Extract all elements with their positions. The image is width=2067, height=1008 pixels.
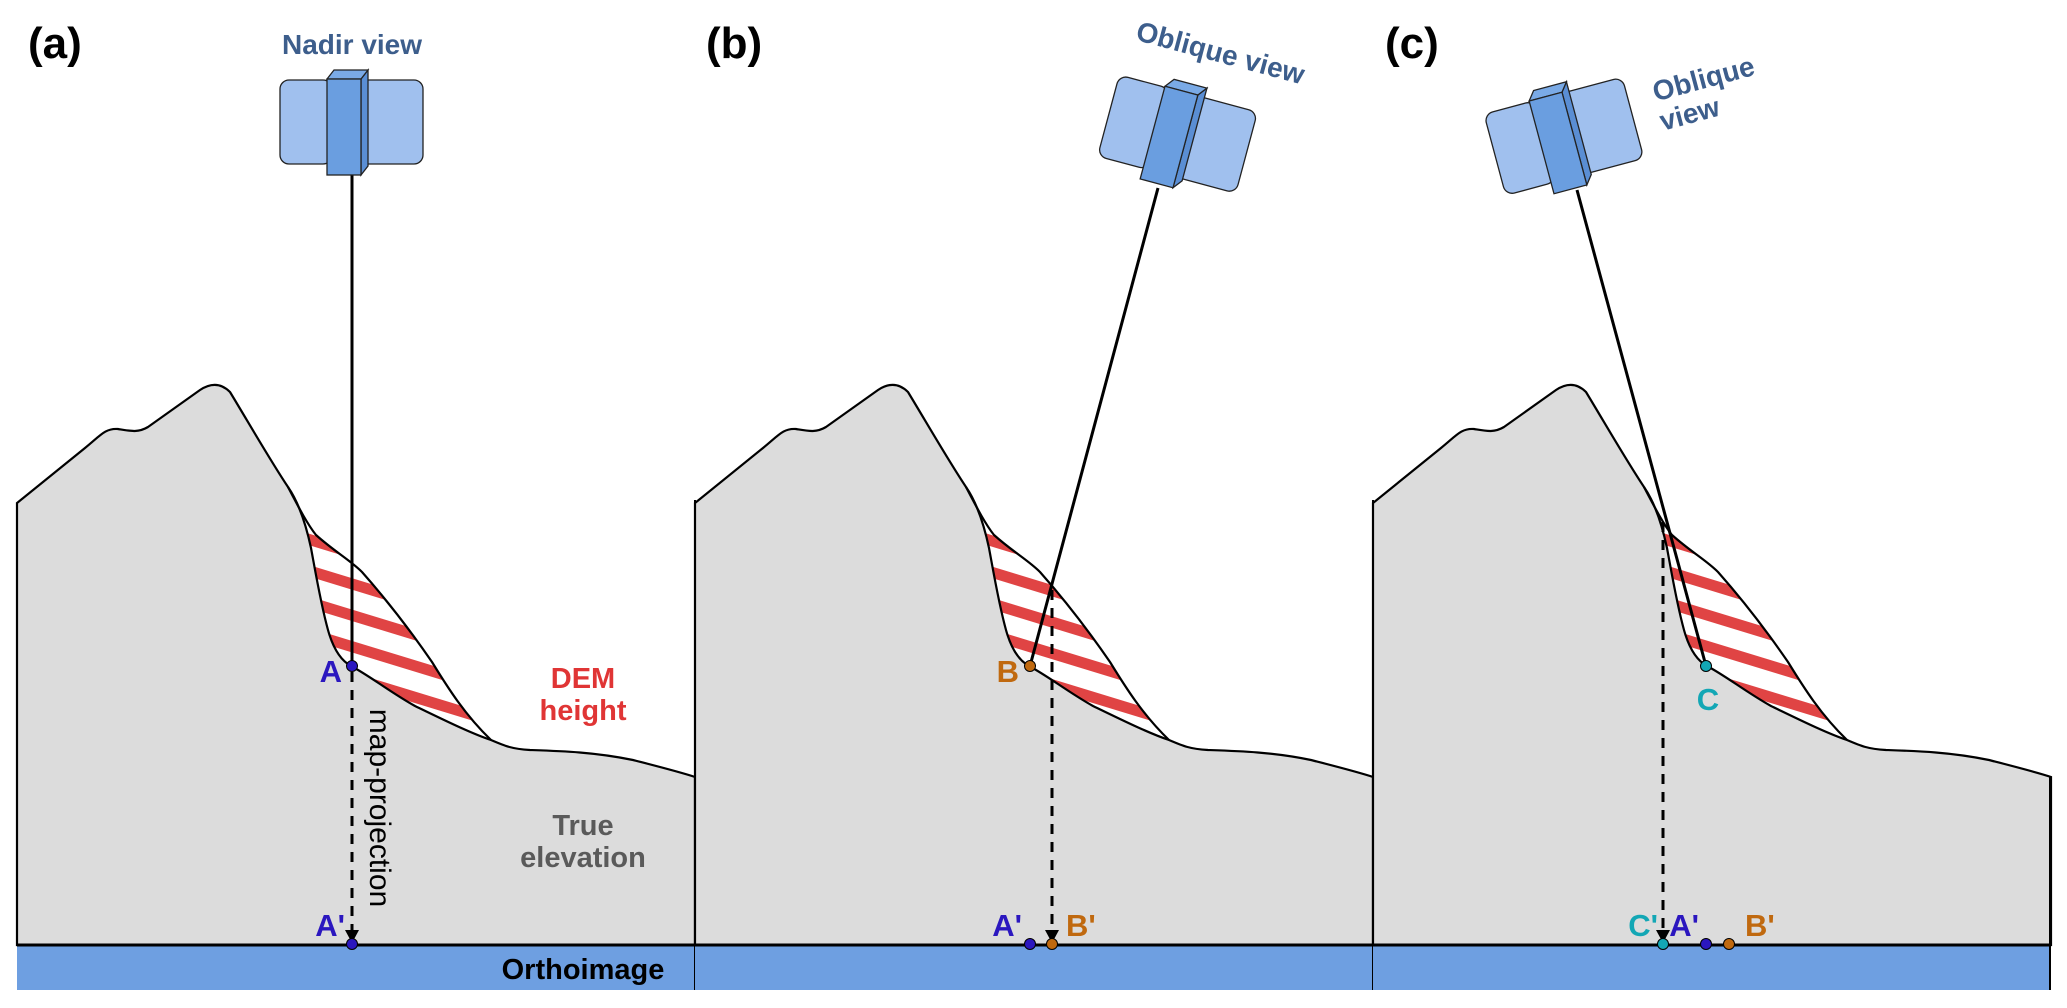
arrowhead-a [345, 930, 359, 943]
point-C [1700, 660, 1712, 672]
arrowhead-c [1656, 930, 1670, 943]
panel-c: (c) Oblique view C C' A' B' [1371, 19, 2053, 992]
panel-label-a: (a) [28, 19, 82, 68]
point-B-prime-label: B' [1066, 908, 1096, 943]
panel-b: (b) Oblique view B A' B' [693, 16, 1375, 992]
point-A-prime-label: A' [315, 908, 345, 943]
point-B-label: B [997, 654, 1019, 689]
true-elevation-label-line2: elevation [520, 842, 646, 874]
satellite-b [1094, 64, 1261, 205]
dem-height-label-line2: height [540, 695, 627, 727]
point-B-prime-label-c: B' [1745, 908, 1775, 943]
point-C-label: C [1697, 682, 1719, 717]
true-elevation-label-line1: True [552, 810, 613, 842]
panel-a: (a) DEM height True elevation Orthoimage… [15, 19, 697, 992]
dem-height-label-line1: DEM [551, 663, 615, 695]
point-A [346, 660, 358, 672]
oblique-view-label-b: Oblique view [1133, 16, 1308, 91]
arrowhead-b [1045, 930, 1059, 943]
satellite-a [279, 69, 424, 176]
point-C-prime [1657, 938, 1669, 950]
point-A-prime-c [1700, 938, 1712, 950]
terrain-b [693, 383, 1375, 992]
point-B-prime-c [1723, 938, 1735, 950]
point-A-prime-label-b: A' [992, 908, 1022, 943]
line-of-sight-b [1028, 187, 1160, 667]
line-of-sight-c [1575, 189, 1708, 667]
point-C-prime-label: C' [1628, 908, 1658, 943]
point-B-prime [1046, 938, 1058, 950]
map-projection-label: map-projection [363, 709, 396, 907]
panel-label-b: (b) [706, 19, 762, 68]
point-A-prime [346, 938, 358, 950]
point-A-prime-label-c: A' [1669, 908, 1699, 943]
orthoimage-label: Orthoimage [502, 954, 665, 986]
point-A-label: A [320, 654, 342, 689]
point-A-prime-b [1024, 938, 1036, 950]
point-B [1024, 660, 1036, 672]
nadir-view-label: Nadir view [282, 29, 422, 60]
satellite-c [1480, 66, 1648, 207]
panel-label-c: (c) [1385, 19, 1439, 68]
